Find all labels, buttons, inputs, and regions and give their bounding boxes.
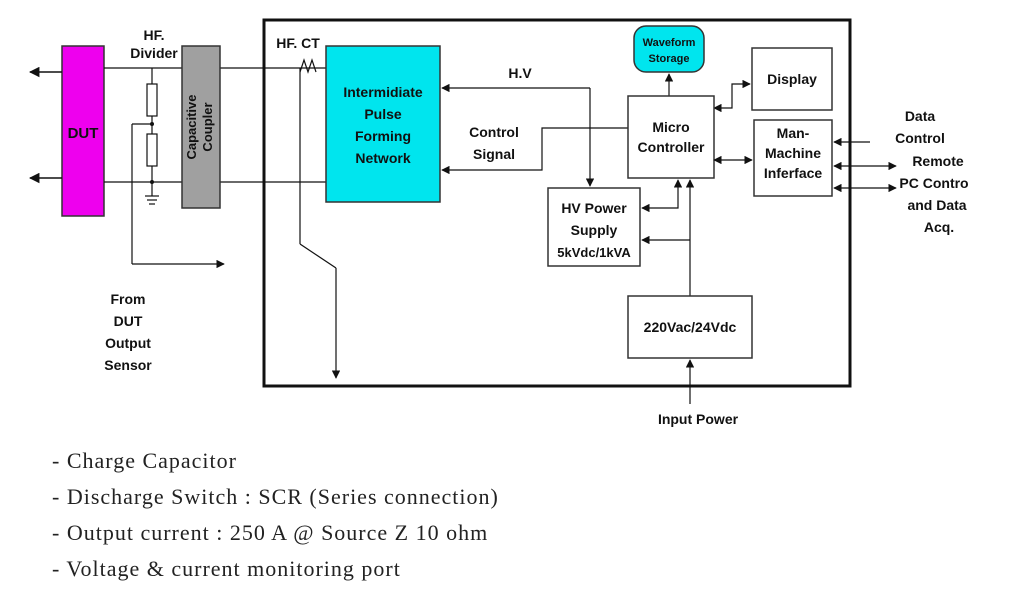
waveform-storage-label-2: Storage	[649, 53, 690, 65]
input-power-label: Input Power	[658, 411, 739, 427]
control-signal-label-1: Control	[469, 124, 519, 140]
ipfn-label-2: Pulse	[364, 106, 402, 122]
ipfn-label-4: Network	[355, 150, 410, 166]
dut-label: DUT	[68, 125, 99, 142]
remote-label-3: and Data	[907, 197, 966, 213]
hv-label: H.V	[508, 65, 532, 81]
micro-controller-label-1: Micro	[652, 119, 689, 135]
hv-power-supply-label-2: Supply	[571, 222, 618, 238]
from-dut-label-3: Output	[105, 335, 151, 351]
psu-block	[627, 295, 753, 359]
ipfn-label-1: Intermidiate	[343, 84, 423, 100]
capacitive-coupler-label-2: Coupler	[200, 102, 215, 151]
micro-controller-block	[627, 95, 715, 179]
hf-divider-label-2: Divider	[130, 45, 178, 61]
mc-hv-control-arrow	[641, 179, 683, 213]
micro-controller-label-2: Controller	[638, 139, 705, 155]
hf-divider-label-1: HF.	[144, 27, 165, 43]
mmi-label-2: Machine	[765, 145, 821, 161]
spec-item: - Charge Capacitor	[52, 448, 237, 473]
display-label: Display	[767, 71, 817, 87]
mmi-block	[753, 119, 833, 197]
hv-power-supply-label-1: HV Power	[561, 200, 627, 216]
hv-power-supply-label-3: 5kVdc/1kVA	[557, 245, 631, 260]
control-signal-label-2: Signal	[473, 146, 515, 162]
waveform-storage-label-1: Waveform	[643, 37, 696, 49]
ipfn-block	[325, 45, 441, 203]
remote-label-1: Remote	[912, 153, 964, 169]
block-diagram: DUT HF. Divider Capacitive Coupler HF. C…	[28, 18, 969, 427]
display-link-arrow	[713, 79, 751, 113]
ipfn-label-3: Forming	[355, 128, 411, 144]
remote-label-2: PC Contro	[899, 175, 968, 191]
spec-item: - Voltage & current monitoring port	[52, 556, 401, 581]
from-dut-label-4: Sensor	[104, 357, 152, 373]
spec-item: - Output current : 250 A @ Source Z 10 o…	[52, 520, 489, 545]
hf-divider-icon	[131, 68, 159, 264]
from-dut-label-2: DUT	[114, 313, 143, 329]
hf-ct-coil-icon	[299, 58, 317, 74]
hf-ct-label: HF. CT	[276, 35, 320, 51]
waveform-storage-block	[633, 25, 705, 73]
divider-node-top	[150, 122, 154, 126]
data-control-label-2: Control	[895, 130, 945, 146]
from-dut-label-1: From	[111, 291, 146, 307]
main-enclosure	[262, 18, 852, 388]
data-control-label-1: Data	[905, 108, 936, 124]
mmi-label-1: Man-	[777, 125, 810, 141]
dut-block	[61, 45, 105, 217]
capacitive-coupler-label-1: Capacitive	[184, 94, 199, 159]
capacitive-coupler-block	[181, 45, 221, 209]
remote-label-4: Acq.	[924, 219, 954, 235]
mmi-label-3: Inferface	[764, 165, 823, 181]
spec-list: - Charge Capacitor - Discharge Switch : …	[52, 446, 499, 590]
psu-label: 220Vac/24Vdc	[644, 319, 737, 335]
spec-item: - Discharge Switch : SCR (Series connect…	[52, 484, 499, 509]
divider-node-bottom	[150, 180, 154, 184]
display-block	[751, 47, 833, 111]
control-signal-line	[441, 127, 628, 175]
hf-ct-diag-line	[299, 243, 337, 269]
hv-power-supply-block	[547, 187, 641, 267]
